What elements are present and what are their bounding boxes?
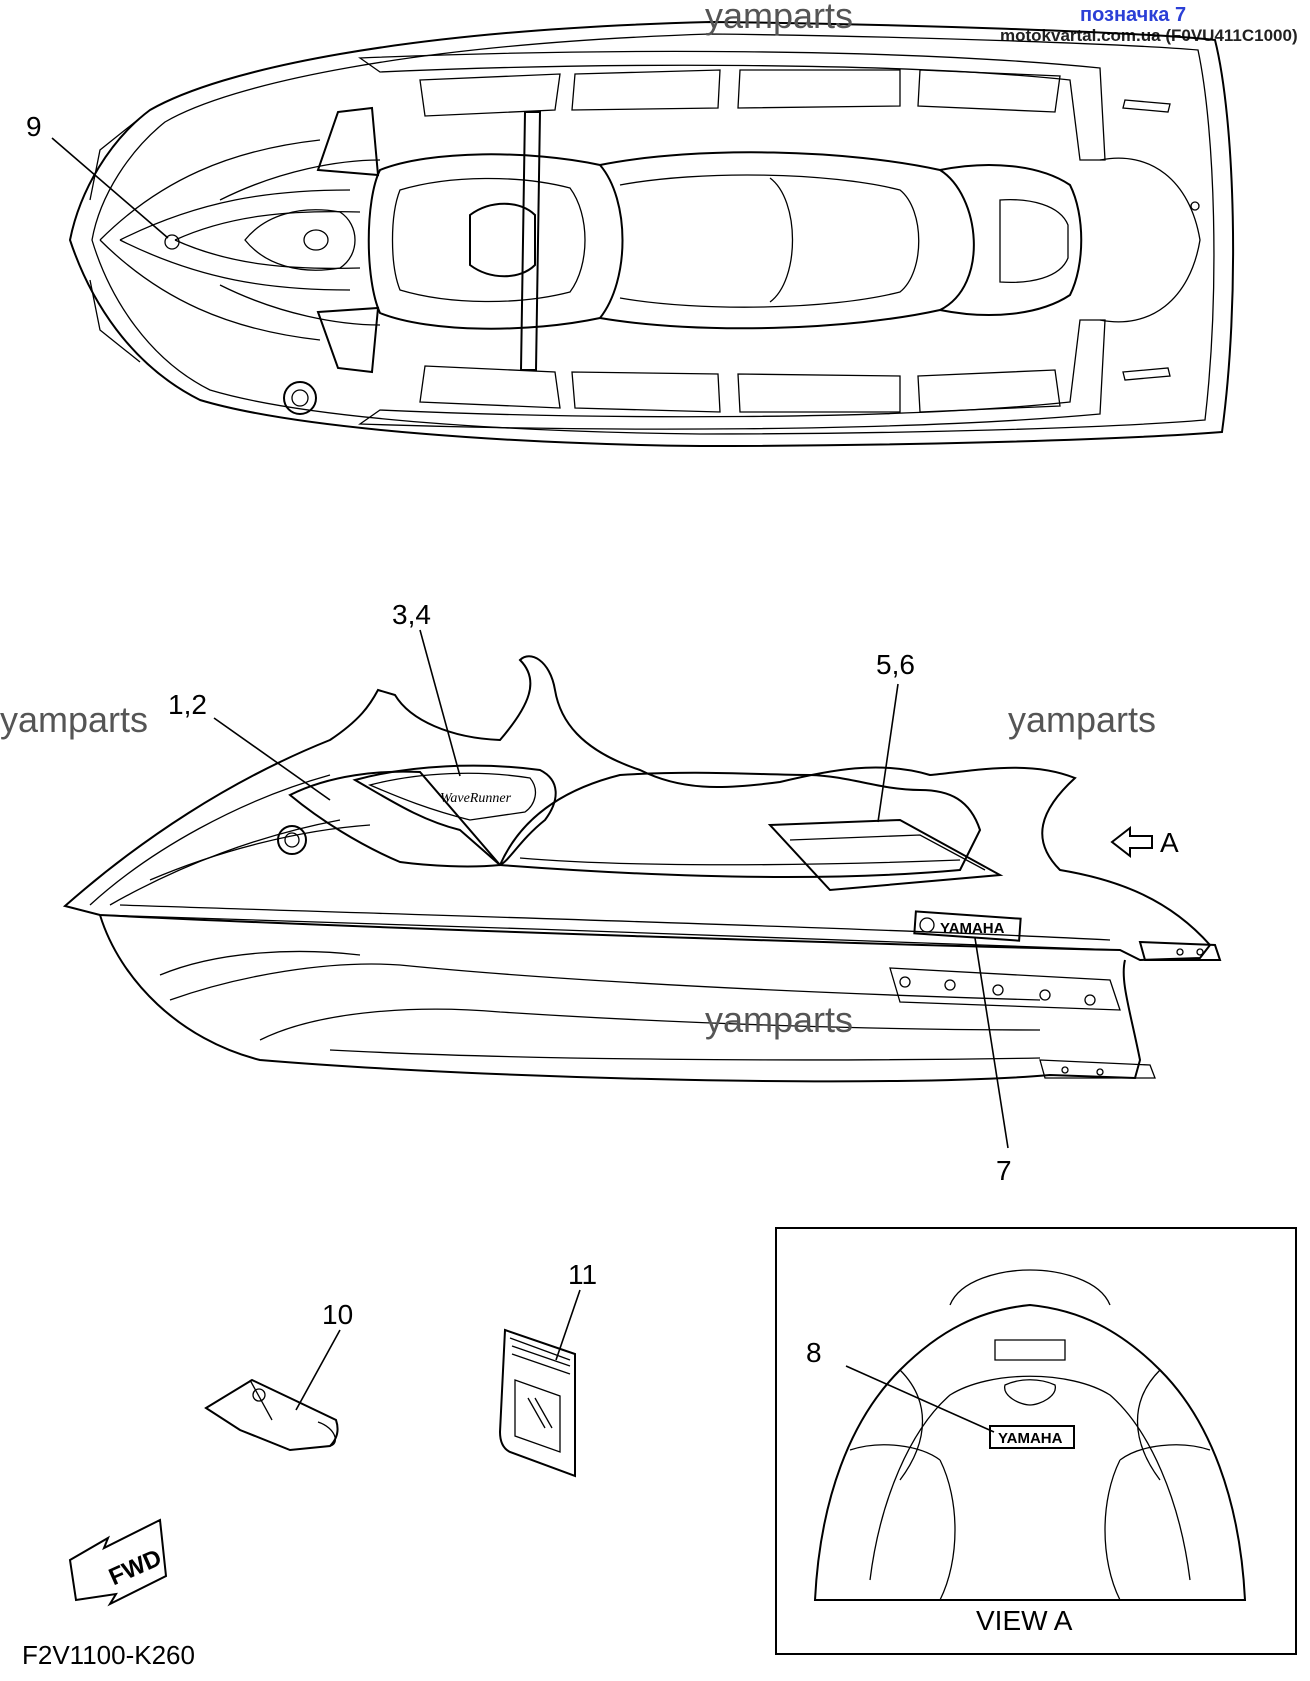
leader-10	[295, 1329, 341, 1411]
callout-1-2: 1,2	[168, 689, 207, 720]
callout-10: 10	[322, 1299, 353, 1330]
part-10-pouch	[204, 1378, 339, 1452]
view-arrow-icon	[1110, 825, 1153, 859]
leader-11	[555, 1289, 581, 1361]
leader-8	[845, 1365, 995, 1433]
leader-7	[974, 937, 1009, 1149]
leader-1-2	[213, 717, 331, 801]
watermark-right: yamparts	[1008, 699, 1156, 740]
brand-rear-text: YAMAHA	[998, 1430, 1063, 1447]
callout-8: 8	[806, 1337, 822, 1368]
part-code: F2V1100-K260	[22, 1640, 195, 1670]
brand-plate-rear	[989, 1425, 1075, 1449]
header-label: позначка 7	[1080, 4, 1187, 26]
hatch-decal-text: WaveRunner	[440, 791, 512, 806]
fwd-text: FWD	[105, 1544, 166, 1591]
leader-9	[51, 137, 169, 239]
brand-side-text: YAMAHA	[940, 920, 1005, 937]
callout-11: 11	[568, 1259, 597, 1290]
view-a-panel: YAMAHA	[775, 1227, 1297, 1655]
callout-5-6: 5,6	[876, 649, 915, 680]
callout-arrow-a: A	[1160, 827, 1179, 858]
view-a-frame	[775, 1227, 1297, 1655]
watermark-hull: yamparts	[705, 999, 853, 1040]
watermark-top: yamparts	[705, 0, 853, 36]
callout-7: 7	[996, 1155, 1012, 1186]
fwd-arrow-icon: FWD	[68, 1518, 168, 1607]
leader-3-4	[419, 629, 461, 777]
view-a-label: VIEW A	[976, 1605, 1073, 1636]
top-view-watercraft	[68, 20, 1235, 448]
part-11-card	[498, 1328, 576, 1478]
side-view-watercraft: WaveRunner YAMAHA	[62, 655, 1222, 1083]
watermark-left: yamparts	[0, 699, 148, 740]
callout-9: 9	[26, 111, 42, 142]
leader-5-6	[877, 683, 899, 823]
callout-3-4: 3,4	[392, 599, 431, 630]
